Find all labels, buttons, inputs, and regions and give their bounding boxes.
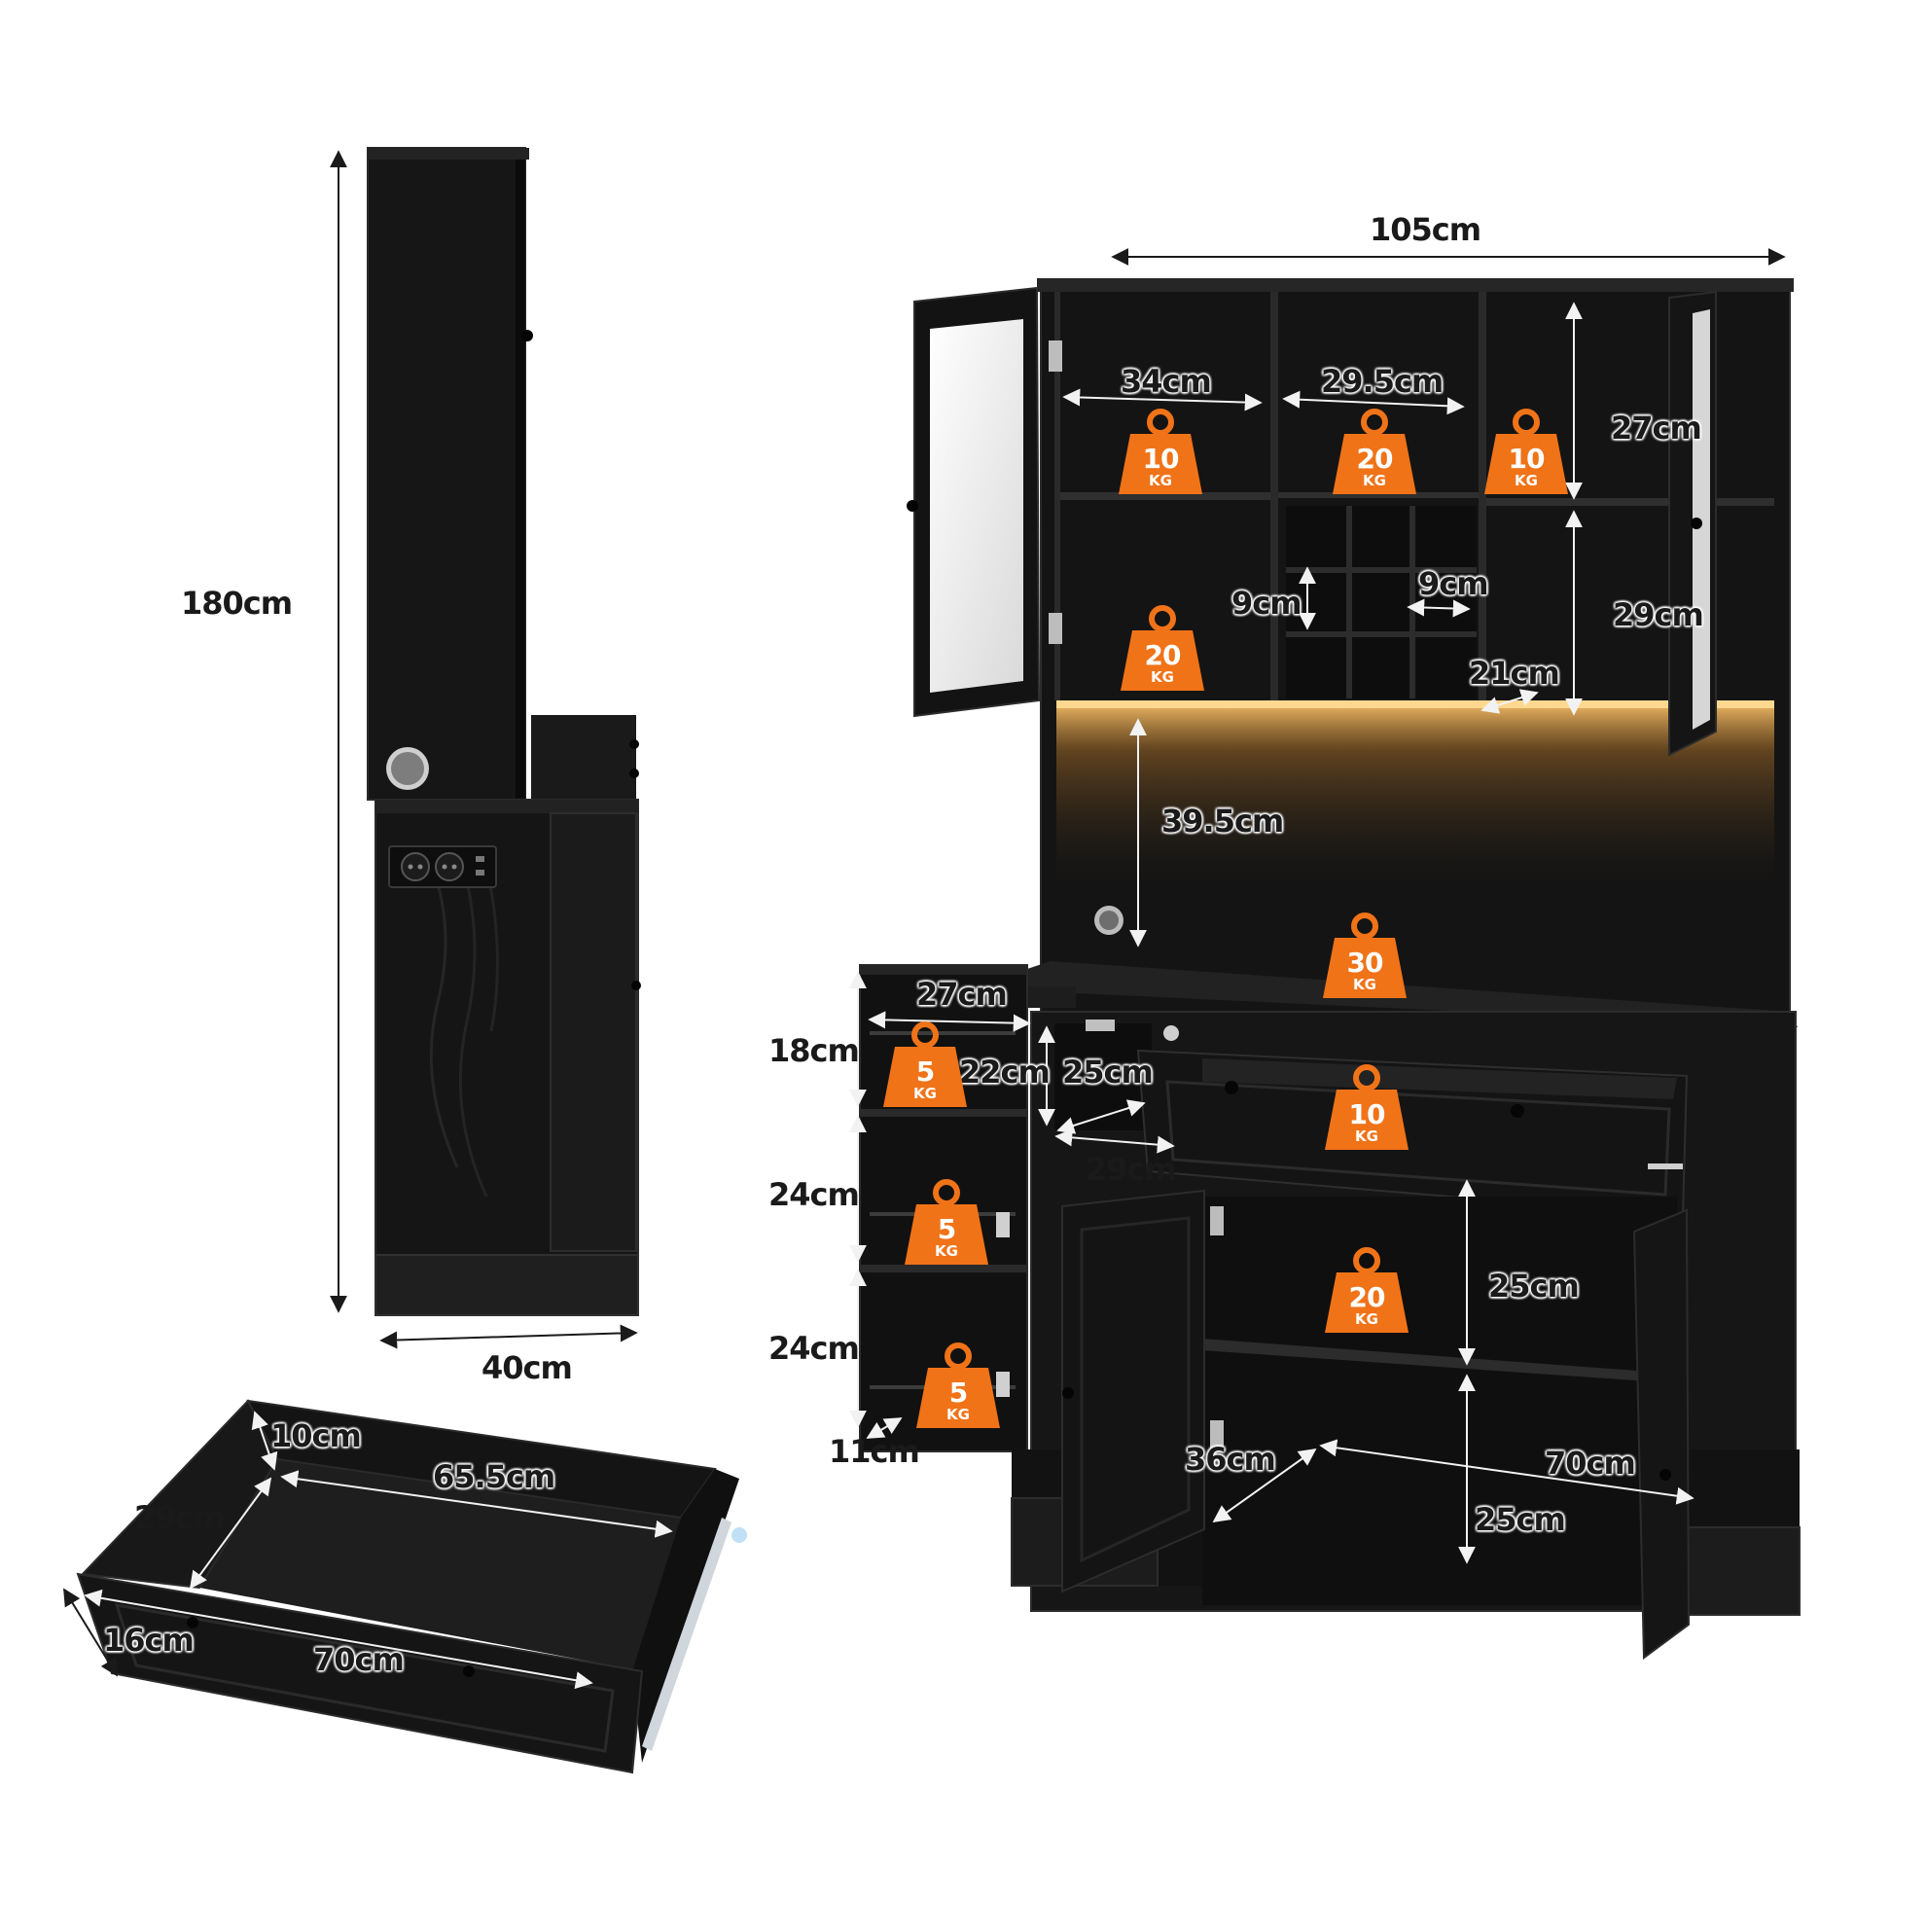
side-rack-mid-height-label: 24cm (768, 1176, 860, 1213)
weight-icon (1325, 1064, 1409, 1150)
glass-door-left (907, 286, 1062, 718)
weight-unit: KG (1355, 1127, 1378, 1145)
weight-value: 20 (1144, 639, 1182, 671)
base-upper-height-label: 25cm (1488, 1268, 1580, 1305)
base-door-right (1632, 1208, 1691, 1660)
weight-badge-rack-top: 5 KG (881, 1021, 969, 1109)
weight-badge-base-cabinet: 20 KG (1323, 1247, 1410, 1335)
weight-icon (1484, 409, 1568, 494)
weight-icon (883, 1021, 967, 1107)
weight-value: 5 (948, 1377, 968, 1409)
hutch-lower-right-height-label: 29cm (1613, 596, 1704, 633)
weight-icon (1323, 912, 1407, 998)
weight-badge-drawer: 10 KG (1323, 1064, 1410, 1152)
weight-unit: KG (1353, 976, 1376, 993)
hutch-top-left-width-label: 34cm (1121, 363, 1212, 400)
drawer-inner-depth-label: 29cm (134, 1499, 226, 1536)
side-rack-depth-label: 11cm (829, 1433, 920, 1470)
weight-value: 20 (1356, 443, 1394, 475)
weight-value: 10 (1348, 1098, 1386, 1130)
weight-icon (905, 1179, 988, 1265)
drawer-cubby-width-label: 25cm (1062, 1054, 1154, 1091)
base-door-left (1061, 1189, 1224, 1593)
weight-badge-rack-bottom: 5 KG (914, 1342, 1002, 1430)
weight-unit: KG (1355, 1310, 1378, 1328)
open-shelf-height-label: 39.5cm (1161, 803, 1284, 840)
drawer-inner-width-label: 65.5cm (433, 1458, 555, 1495)
weight-icon (1121, 605, 1204, 691)
drawer-cubby-depth-label: 29cm (1086, 1151, 1177, 1188)
weight-badge-hutch-top-left: 10 KG (1117, 409, 1204, 496)
power-outlet-icon (401, 852, 464, 881)
open-drawer (1136, 1049, 1689, 1218)
hutch-top-right-height-label: 27cm (1611, 410, 1702, 447)
base-depth-label: 36cm (1185, 1441, 1276, 1478)
weight-badge-countertop: 30 KG (1321, 912, 1409, 1000)
drawer-height-label: 10cm (270, 1417, 362, 1454)
weight-unit: KG (1515, 472, 1538, 489)
weight-unit: KG (913, 1085, 937, 1102)
weight-badge-hutch-lower-left: 20 KG (1119, 605, 1206, 693)
glass-door-right (1668, 290, 1717, 757)
weight-badge-hutch-top-right: 10 KG (1482, 409, 1570, 496)
hutch-lower-right-depth-label: 21cm (1469, 655, 1560, 692)
hutch-top-middle-width-label: 29.5cm (1321, 363, 1444, 400)
weight-icon (916, 1342, 1000, 1428)
drawer-front-height-label: 16cm (103, 1622, 195, 1659)
wine-cell-height-label: 9cm (1231, 585, 1302, 622)
base-lower-height-label: 25cm (1475, 1501, 1566, 1538)
overall-height-label: 180cm (181, 585, 293, 622)
weight-unit: KG (1363, 472, 1386, 489)
weight-unit: KG (1149, 472, 1172, 489)
weight-icon (1119, 409, 1202, 494)
weight-icon (1333, 409, 1416, 494)
usb-port-icon (476, 856, 484, 876)
weight-value: 30 (1346, 947, 1384, 979)
side-rack-top-height-label: 18cm (768, 1032, 860, 1069)
wine-cell-width-label: 9cm (1418, 565, 1489, 602)
weight-unit: KG (1151, 668, 1174, 686)
weight-value: 20 (1348, 1281, 1386, 1313)
weight-value: 5 (915, 1055, 935, 1088)
weight-value: 5 (937, 1213, 956, 1245)
drawer-view (63, 1399, 747, 1774)
drawer-front-width-label: 70cm (313, 1641, 405, 1678)
side-rack-bottom-height-label: 24cm (768, 1330, 860, 1367)
weight-value: 10 (1142, 443, 1180, 475)
weight-icon (1325, 1247, 1409, 1333)
overall-width-label: 105cm (1370, 211, 1481, 248)
base-width-label: 70cm (1545, 1445, 1636, 1482)
side-rack-width-label: 27cm (916, 976, 1008, 1013)
overall-depth-label: 40cm (482, 1349, 573, 1386)
weight-badge-hutch-top-middle: 20 KG (1331, 409, 1418, 496)
wine-rack-grid (1286, 506, 1477, 698)
weight-unit: KG (935, 1242, 958, 1260)
weight-badge-rack-middle: 5 KG (903, 1179, 990, 1267)
weight-value: 10 (1508, 443, 1546, 475)
weight-unit: KG (946, 1406, 970, 1423)
cable-hole-icon (386, 747, 429, 790)
drawer-cubby-height-label: 22cm (959, 1054, 1051, 1091)
side-view (330, 147, 641, 1349)
